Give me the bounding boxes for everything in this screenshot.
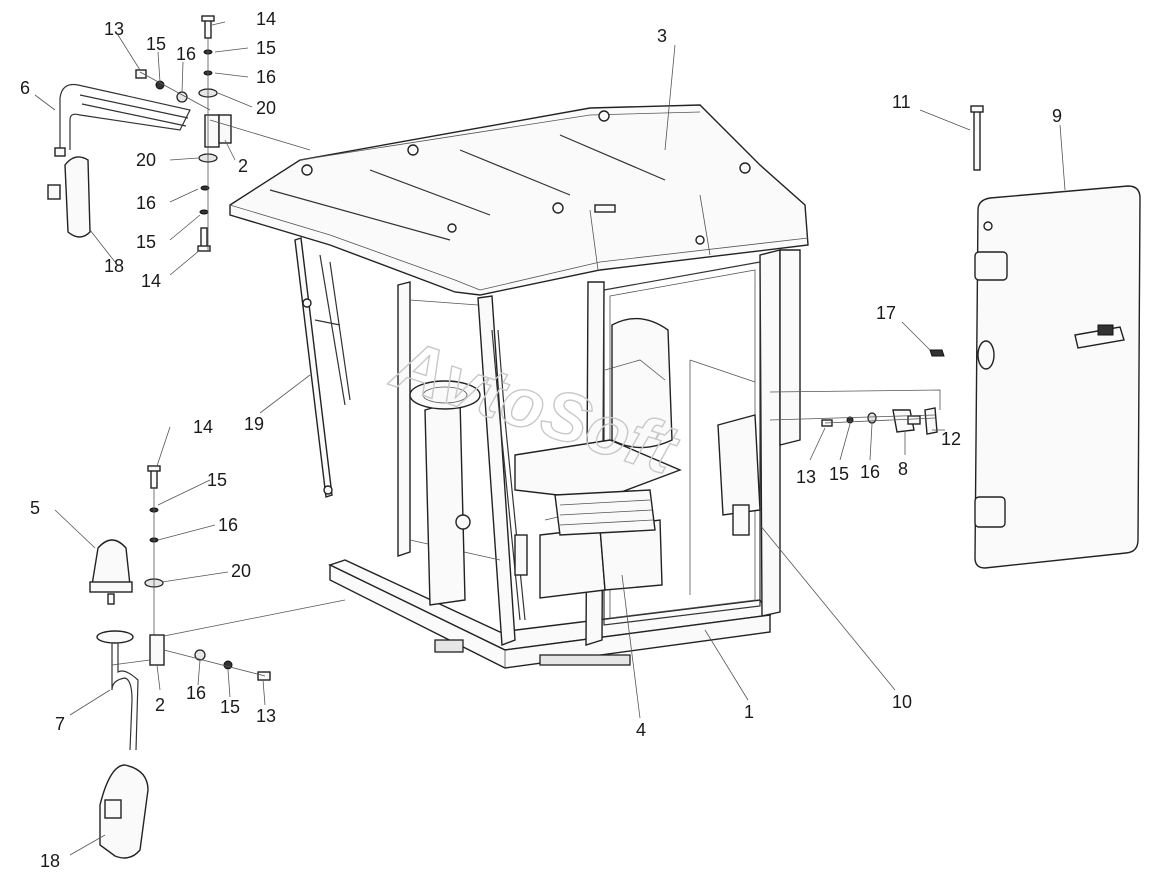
callout-16: 16 [218,515,238,535]
base-mount-left [434,639,464,653]
callout-20: 20 [231,561,251,581]
callout-5: 5 [30,498,40,518]
cab-roof [229,104,809,296]
callout-16: 16 [176,44,196,64]
callout-13: 13 [104,19,124,39]
callout-16: 16 [136,193,156,213]
callout-9: 9 [1052,106,1062,126]
screw-13-top [135,69,147,79]
bracket-2-upper [204,114,220,148]
mirror-mount-7 [111,643,139,751]
callout-7: 7 [55,714,65,734]
wiper-arm [314,254,351,406]
callout-1: 1 [744,702,754,722]
callout-16: 16 [860,462,880,482]
callout-15: 15 [220,697,240,717]
callout-17: 17 [876,303,896,323]
callout-14: 14 [256,9,276,29]
steering-wheel [409,380,481,410]
upper-hinge [974,251,1008,281]
seat-back [611,317,673,449]
cab-assembly [229,104,809,669]
callout-15: 15 [146,34,166,54]
callout-10: 10 [892,692,912,712]
leader-lines [34,21,1066,856]
lower-hinge [974,496,1006,528]
cab-rear-right-post-side [779,249,801,446]
callout-18: 18 [104,256,124,276]
latch-group [769,349,945,435]
callout-13: 13 [256,706,276,726]
callout-6: 6 [20,78,30,98]
mirror-bracket-6 [59,83,191,150]
callout-20: 20 [256,98,276,118]
upper-mirror-group [47,15,311,252]
front-strut [294,237,333,498]
callout-16: 16 [186,683,206,703]
callout-16: 16 [256,67,276,87]
callout-15: 15 [136,232,156,252]
seat-cushion [514,439,682,501]
callout-8: 8 [898,459,908,479]
callout-15: 15 [207,470,227,490]
callout-12: 12 [941,429,961,449]
callout-19: 19 [244,414,264,434]
lower-mirror-group [89,465,346,859]
door-panel [974,185,1141,569]
base-mount-mid [539,654,631,666]
cab-rear-right-post [759,249,781,617]
bracket-2-lower [149,634,165,666]
cab-front-left-post [477,295,516,646]
callout-15: 15 [256,38,276,58]
callout-11: 11 [892,92,911,112]
callout-18: 18 [40,851,60,871]
mirror-18-lower [99,764,149,859]
callout-labels: 13 15 16 14 15 16 20 2 20 16 15 14 6 18 … [20,9,1062,871]
beacon-5 [91,539,131,586]
callout-15: 15 [829,464,849,484]
operator-console [539,527,606,599]
callout-14: 14 [193,417,213,437]
callout-13: 13 [796,467,816,487]
callout-2: 2 [238,156,248,176]
cab-door [974,185,1141,569]
callout-3: 3 [657,26,667,46]
hinge-pin [973,109,981,171]
callout-2: 2 [155,695,165,715]
rear-storage-box [717,414,761,516]
callout-20: 20 [136,150,156,170]
bolt-14-bottom [200,227,208,249]
steering-column [424,399,466,606]
mirror-18-upper [64,156,91,238]
striker-12 [924,407,938,435]
cab-rear-left-post [397,281,411,557]
stop-17 [929,349,945,357]
callout-14: 14 [141,271,161,291]
callout-4: 4 [636,720,646,740]
